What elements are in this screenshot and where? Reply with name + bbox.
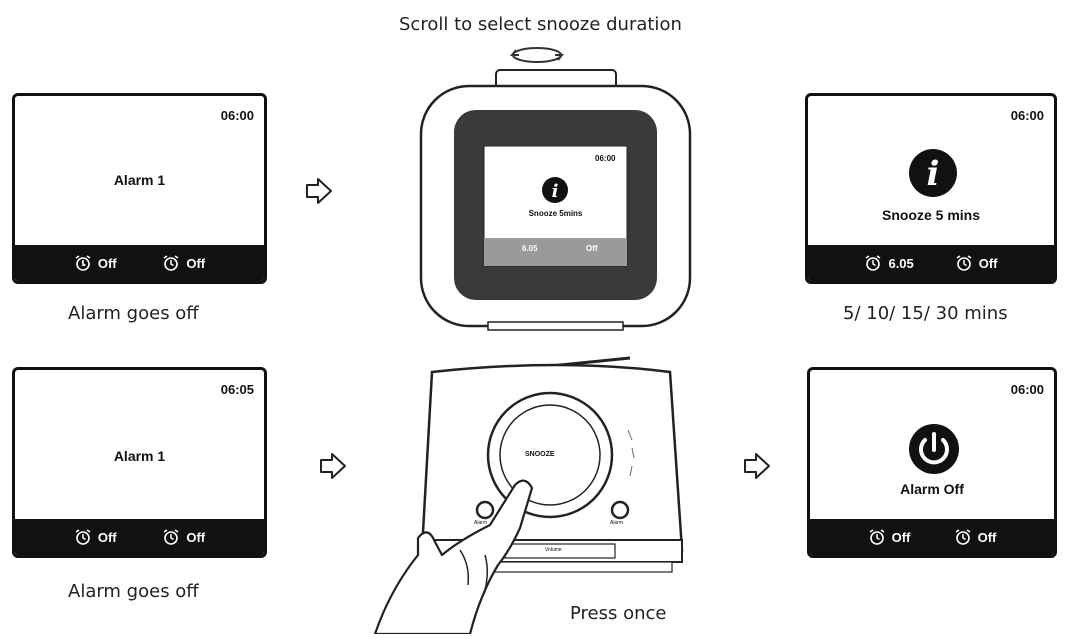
alarm2-status: Off [162,254,205,272]
status-bar: 6.05 Off [808,245,1054,281]
svg-text:i: i [927,154,940,194]
right-arrow-icon [320,453,346,479]
caption-snooze-options: 5/ 10/ 15/ 30 mins [843,303,1008,324]
screen-alarm-going-off-1: 06:00 Alarm 1 1 Off Off [12,93,267,284]
status-bar: Off Off [15,519,264,555]
device-screen-alarm1: 6.05 [522,244,538,253]
device-screen-alarm2: Off [586,244,598,253]
screen-time: 06:05 [220,382,254,397]
alarm1-status-text: Off [97,529,117,545]
alarm-button-right-label: Alarm [610,520,624,526]
volume-label: Volume [545,547,562,553]
snooze-knob-label: SNOOZE [525,451,555,458]
status-bar: 1 Off Off [15,245,264,281]
screen-time: 06:00 [220,108,254,123]
alarm1-status-text: 6.05 [888,255,914,271]
alarm2-status-text: Off [977,529,997,545]
caption-alarm-goes-off-top: Alarm goes off [68,303,199,324]
screen-time: 06:00 [1010,382,1044,397]
radio-body-drawing: i [419,69,692,331]
alarm1-status: Off [74,528,117,546]
alarm-clock-icon [75,529,91,545]
alarm-clock-icon [955,529,971,545]
alarm2-status-text: Off [978,255,998,271]
device-screen-message: Snooze 5mins [528,209,583,218]
radio-front-view: i 06:00 Snooze 5mins 6.05 Off [418,58,693,333]
screen-message: Snooze 5 mins [881,207,981,223]
screen-message: Alarm 1 [113,448,166,464]
alarm1-status: 1 Off [74,254,117,272]
alarm1-status: Off [868,528,911,546]
svg-text:1: 1 [81,261,85,268]
caption-press-once: Press once [570,603,667,624]
alarm2-status: Off [954,528,997,546]
radio-top-drawing [373,356,684,636]
alarm1-status-text: Off [891,529,911,545]
alarm-clock-icon [163,255,179,271]
screen-time: 06:00 [1010,108,1044,123]
screen-alarm-off: 06:00 Alarm Off Off Off [807,367,1057,558]
radio-top-view: SNOOZE Alarm Alarm Volume [360,350,690,636]
alarm2-status: Off [955,254,998,272]
screen-message: Alarm 1 [113,172,166,188]
alarm2-status-text: Off [186,255,206,271]
alarm1-status-text: Off [97,255,117,271]
screen-message: Alarm Off [900,481,964,497]
alarm-clock-icon [163,529,179,545]
caption-alarm-goes-off-bottom: Alarm goes off [68,581,199,602]
screen-alarm-going-off-2: 06:05 Alarm 1 Off Off [12,367,267,558]
alarm2-status: Off [162,528,205,546]
info-icon: i [909,149,957,197]
screen-snooze-duration: 06:00 i Snooze 5 mins 6.05 Off [805,93,1057,284]
alarm-clock-icon [869,529,885,545]
power-icon [909,424,959,474]
alarm1-status: 6.05 [864,254,914,272]
right-arrow-icon [744,453,770,479]
status-bar: Off Off [810,519,1054,555]
alarm-clock-icon: 1 [75,255,91,271]
alarm-clock-icon [956,255,972,271]
alarm-clock-icon [866,255,881,271]
svg-text:i: i [552,181,559,202]
device-screen-time: 06:00 [595,154,616,163]
right-arrow-icon [306,178,332,204]
alarm2-status-text: Off [186,529,206,545]
caption-scroll: Scroll to select snooze duration [399,14,682,35]
alarm-button-left-label: Alarm [474,520,488,526]
rotate-icon [509,47,565,63]
